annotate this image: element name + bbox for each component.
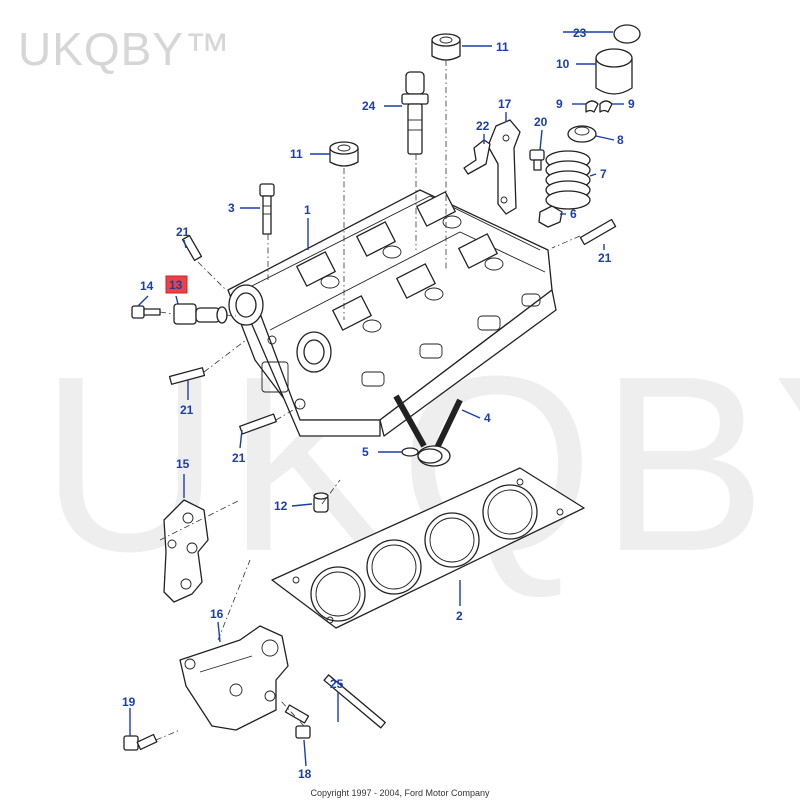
- callout-labels: 11 23 10 9 9 8 7 6 24 17 22 20 11 3 1 21…: [122, 26, 635, 781]
- callout-24: 24: [362, 99, 376, 113]
- valve-spring-retainer[interactable]: [567, 125, 597, 143]
- valve-spring-seat[interactable]: [538, 205, 563, 228]
- copyright-text: Copyright 1997 - 2004, Ford Motor Compan…: [310, 788, 490, 798]
- callout-7: 7: [600, 167, 607, 181]
- callout-13: 13: [169, 278, 183, 292]
- callout-21-left-middle: 21: [180, 403, 194, 417]
- callout-12: 12: [274, 499, 288, 513]
- callout-11-lower: 11: [290, 147, 303, 161]
- cylinder-head-bolt[interactable]: [259, 183, 275, 235]
- brand-logo-text: UKQBY™: [18, 23, 232, 75]
- valve-spring[interactable]: [545, 150, 591, 210]
- stud-right[interactable]: [579, 218, 617, 246]
- callout-2: 2: [456, 609, 463, 623]
- lifting-eye-bolt-18[interactable]: [284, 704, 311, 739]
- callout-21-right: 21: [598, 251, 612, 265]
- callout-15: 15: [176, 457, 190, 471]
- callout-9-left: 9: [556, 97, 563, 111]
- callout-5: 5: [362, 445, 369, 459]
- exhaust-valve[interactable]: [393, 394, 443, 464]
- bracket-upper[interactable]: [487, 119, 521, 215]
- callout-4: 4: [484, 411, 491, 425]
- valve-stem-seal[interactable]: [401, 447, 419, 457]
- assembly-axis-lines: [155, 60, 581, 741]
- callout-8: 8: [617, 133, 624, 147]
- dowel-sleeve[interactable]: [313, 492, 329, 513]
- callout-9-right: 9: [628, 97, 635, 111]
- callout-22: 22: [476, 119, 490, 133]
- callout-14: 14: [140, 279, 154, 293]
- callout-25: 25: [330, 677, 344, 691]
- callout-23: 23: [573, 26, 587, 40]
- cylinder-head[interactable]: [227, 189, 557, 437]
- callout-21-upper-left: 21: [176, 225, 190, 239]
- callout-19: 19: [122, 695, 136, 709]
- callout-11-upper: 11: [496, 40, 509, 54]
- callout-16: 16: [210, 607, 224, 621]
- callout-21-left-lower: 21: [232, 451, 246, 465]
- callout-1: 1: [304, 203, 311, 217]
- head-gasket[interactable]: [271, 467, 585, 629]
- callout-18: 18: [298, 767, 312, 781]
- long-stud-25[interactable]: [323, 674, 386, 729]
- callout-6: 6: [570, 207, 577, 221]
- callout-10: 10: [556, 57, 570, 71]
- leader-lines: [129, 31, 624, 767]
- camshaft-seal-upper[interactable]: [431, 33, 461, 61]
- callout-3: 3: [228, 201, 235, 215]
- stud-left-lower[interactable]: [239, 413, 277, 435]
- valve-keepers[interactable]: [585, 100, 613, 113]
- camshaft-seal-lower[interactable]: [329, 141, 359, 167]
- stud-upper-left[interactable]: [181, 234, 203, 262]
- camshaft-position-sensor[interactable]: [173, 303, 228, 325]
- highlight-box-13: [165, 275, 188, 294]
- lifting-eye-front[interactable]: [163, 499, 209, 603]
- lifting-eye-bolt-19[interactable]: [123, 733, 158, 751]
- adjusting-shim[interactable]: [613, 24, 641, 44]
- clip[interactable]: [463, 139, 491, 175]
- bracket-bolt[interactable]: [529, 149, 545, 171]
- callout-20: 20: [534, 115, 548, 129]
- tappet-bucket[interactable]: [595, 48, 633, 95]
- temperature-sensor[interactable]: [401, 71, 429, 155]
- callout-17: 17: [498, 97, 512, 111]
- lifting-eye-rear[interactable]: [179, 625, 289, 731]
- sensor-bolt[interactable]: [131, 305, 161, 319]
- stud-left-middle[interactable]: [168, 367, 206, 385]
